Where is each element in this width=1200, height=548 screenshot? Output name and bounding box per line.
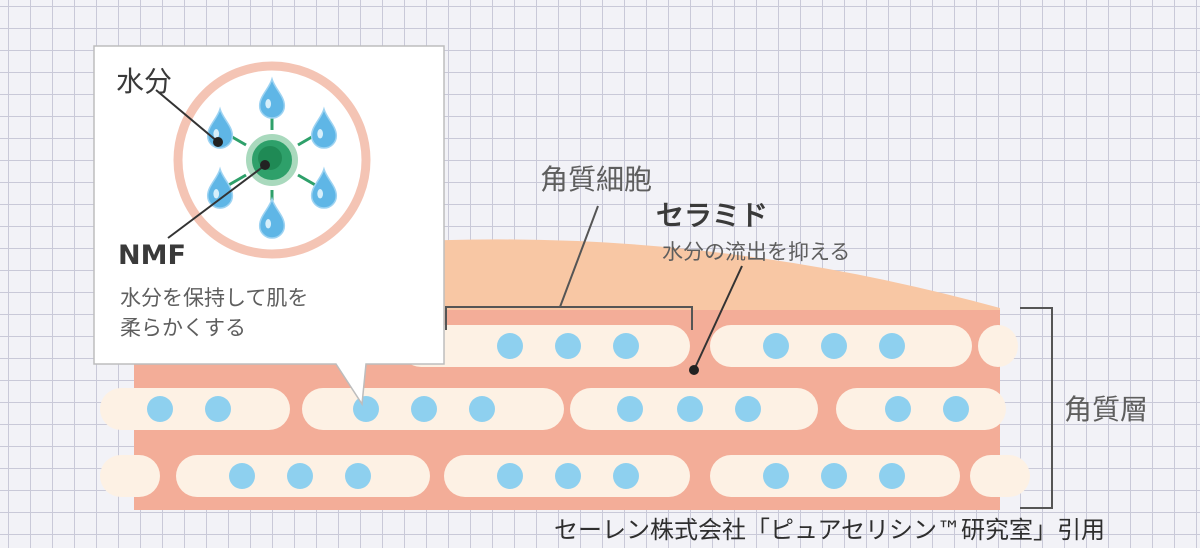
water-drop-icon (258, 76, 286, 119)
nmf-dot (821, 463, 847, 489)
nmf-pointer-dot (260, 160, 270, 170)
nmf-dot (879, 333, 905, 359)
nmf-dot (613, 463, 639, 489)
water-drop-highlight (265, 219, 272, 229)
nmf-dot (345, 463, 371, 489)
nmf-dot (229, 463, 255, 489)
water-label: 水分 (116, 65, 173, 98)
water-drop-icon (310, 106, 338, 149)
water-drop-highlight (213, 189, 220, 199)
corneocyte-cell (836, 388, 1006, 430)
corneocyte-cell (978, 325, 1018, 367)
corneocyte-cell (100, 455, 160, 497)
nmf-dot (821, 333, 847, 359)
nmf-dot (411, 396, 437, 422)
nmf-dot (763, 333, 789, 359)
nmf-dot (555, 463, 581, 489)
nmf-dot (879, 463, 905, 489)
nmf-dots (147, 333, 969, 489)
nmf-description-line-2: 柔らかくする (120, 316, 246, 340)
corneocyte-label: 角質細胞 (540, 163, 653, 196)
nmf-dot (287, 463, 313, 489)
nmf-dot (555, 333, 581, 359)
nmf-bond-line (227, 173, 247, 187)
water-drop-icon (206, 166, 234, 209)
ceramide-label: セラミド (656, 199, 769, 232)
nmf-dot (497, 333, 523, 359)
nmf-leader-line (167, 165, 265, 239)
ceramide-pointer-dot (689, 365, 699, 375)
stratum-corneum-bracket (1020, 307, 1053, 509)
stratum-corneum-label: 角質層 (1064, 393, 1149, 426)
water-drop-highlight (265, 99, 272, 109)
nmf-dot (353, 396, 379, 422)
nmf-dot (885, 396, 911, 422)
water-halo (173, 61, 371, 259)
water-drop-highlight (317, 189, 324, 199)
nmf-dot (205, 396, 231, 422)
nmf-dot (763, 463, 789, 489)
corneocyte-leader-line (559, 205, 599, 308)
nmf-dot (497, 463, 523, 489)
corneocyte-cell (400, 325, 690, 367)
nmf-dot (613, 333, 639, 359)
nmf-bond-line (297, 173, 317, 187)
water-pointer-dot (213, 137, 223, 147)
source-credit: セーレン株式会社「ピュアセリシン™研究室」引用 (554, 516, 1106, 544)
nmf-description-line-1: 水分を保持して肌を (120, 286, 309, 310)
nmf-dot (677, 396, 703, 422)
nmf-dot (943, 396, 969, 422)
nmf-dot (735, 396, 761, 422)
water-drop-highlight (213, 129, 220, 139)
ceramide-leader-line (693, 265, 743, 371)
water-drop-highlight (317, 129, 324, 139)
ceramide-description: 水分の流出を抑える (662, 240, 851, 264)
nmf-dot (617, 396, 643, 422)
nmf-label: NMF (118, 240, 186, 271)
water-leader-line (155, 89, 219, 143)
corneocyte-bracket (445, 306, 693, 330)
corneocyte-cell (100, 388, 290, 430)
water-drop-icon (258, 196, 286, 239)
nmf-dot (469, 396, 495, 422)
corneocyte-cell (970, 455, 1030, 497)
nmf-dot (147, 396, 173, 422)
water-drop-icon (310, 166, 338, 209)
